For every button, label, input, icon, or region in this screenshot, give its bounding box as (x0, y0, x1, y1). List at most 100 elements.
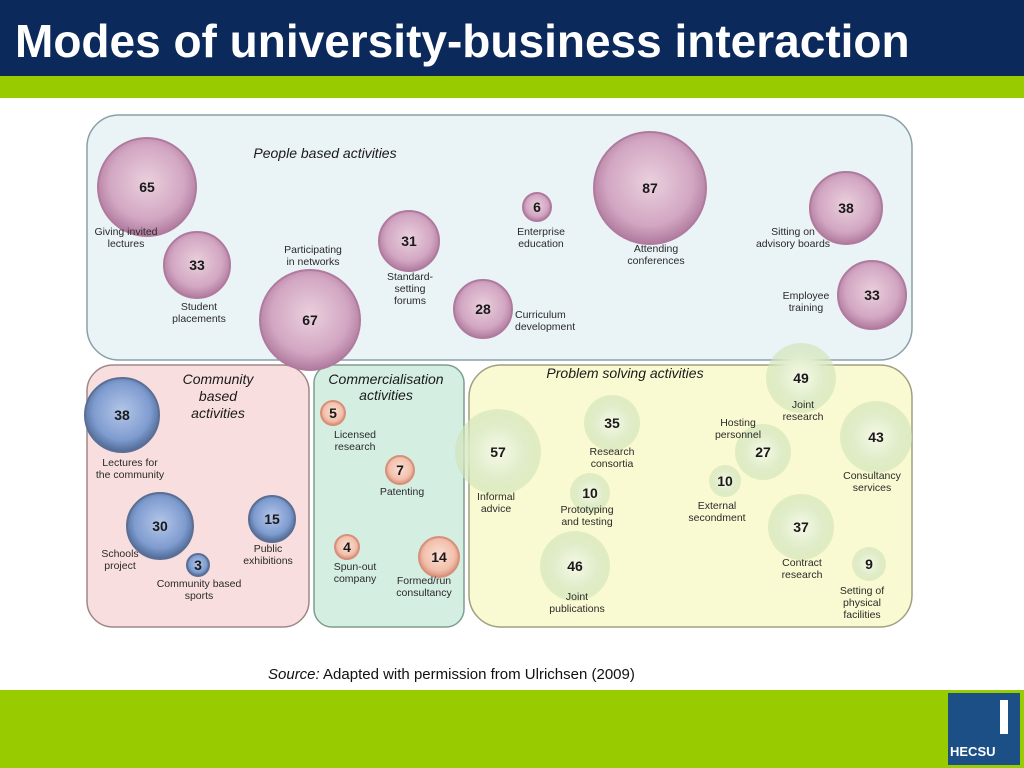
bubble-label-line: Student (181, 301, 217, 313)
group-title-line: People based activities (253, 145, 396, 161)
bubble-commercial (334, 534, 360, 560)
bubble-label-line: training (789, 302, 824, 314)
bubble-people (259, 269, 361, 371)
bubble-label-line: setting (395, 283, 426, 295)
bubble-label-line: services (853, 482, 892, 494)
bubble-label-line: and testing (561, 516, 613, 528)
bubble-label-line: project (104, 560, 136, 572)
bubble-value: 37 (793, 519, 809, 535)
bubble-label-line: Prototyping (560, 504, 613, 516)
group-title-line: activities (359, 387, 413, 403)
bubble-label-line: forums (394, 295, 426, 307)
group-title-people: People based activities (253, 145, 396, 161)
bubble-community (186, 553, 210, 577)
bubble-label-line: Community based (157, 578, 242, 590)
bubble-label-line: Lectures for (102, 457, 158, 469)
bubble-label-line: Contract (782, 557, 822, 569)
bubble-people (593, 131, 707, 245)
green-stripe (0, 76, 1024, 98)
bubble-problem (840, 401, 912, 473)
title-bar (0, 0, 1024, 76)
bubble-value: 43 (868, 429, 884, 445)
bubble-label-line: exhibitions (243, 555, 293, 567)
bubble-label-line: consortia (591, 458, 634, 470)
bubble-commercial (385, 455, 415, 485)
bubble-value: 33 (189, 257, 205, 273)
source-label: Source: (268, 666, 320, 683)
bubble-label-line: Joint (566, 591, 588, 603)
bubble-value: 14 (431, 549, 447, 565)
bubble-label-line: Spun-out (334, 561, 377, 573)
bubble-value: 6 (533, 199, 541, 215)
bubble-value: 27 (755, 444, 771, 460)
bubble-label-line: publications (549, 603, 604, 615)
bubble-label-line: facilities (843, 609, 880, 621)
bubble-people (837, 260, 907, 330)
bubble-label-line: lectures (108, 238, 145, 250)
bubble-label-line: Licensed (334, 429, 376, 441)
bubble-label-line: Enterprise (517, 226, 565, 238)
logo-mark (1000, 700, 1008, 734)
bubble-problem (766, 343, 836, 413)
bubble-value: 10 (582, 485, 598, 501)
bubble-label-line: education (518, 238, 564, 250)
bubble-community (248, 495, 296, 543)
bubble-problem (768, 494, 834, 560)
bubble-label-line: company (334, 573, 377, 585)
bubble-label-line: Sitting on (771, 226, 815, 238)
bubble-label-line: Employee (783, 290, 830, 302)
bubble-label-line: placements (172, 313, 226, 325)
bubble-label-line: consultancy (396, 587, 452, 599)
group-title-line: Problem solving activities (546, 365, 703, 381)
bubble-value: 15 (264, 511, 280, 527)
bubble-label-line: Public (254, 543, 283, 555)
bubble-label-line: Attending (634, 243, 679, 255)
bubble-label-line: Patenting (380, 486, 425, 498)
bubble-problem (455, 409, 541, 495)
bubble-label-line: Hosting (720, 417, 756, 429)
bubble-label-line: development (515, 321, 575, 333)
bubble-label-line: research (783, 411, 824, 423)
bubble-commercial (418, 536, 460, 578)
bubble-value: 3 (194, 557, 202, 573)
bubble-value: 87 (642, 180, 658, 196)
bubble-label-line: the community (96, 469, 165, 481)
bubble-people (809, 171, 883, 245)
source-text: Adapted with permission from Ulrichsen (… (323, 666, 635, 683)
bubble-label-line: Research (590, 446, 635, 458)
bubble-label-line: conferences (627, 255, 684, 267)
bubble-label-line: secondment (688, 512, 745, 524)
bubble-community (84, 377, 160, 453)
hecsu-logo (948, 693, 1020, 765)
bubble-value: 10 (717, 473, 733, 489)
bubble-value: 7 (396, 462, 404, 478)
bubble-value: 38 (838, 200, 854, 216)
bubble-label-line: Consultancy (843, 470, 902, 482)
bubble-people (522, 192, 552, 222)
bubble-problem (570, 473, 610, 513)
bubble-value: 28 (475, 301, 491, 317)
footer-bar (0, 690, 1024, 768)
bubble-label-line: sports (185, 590, 214, 602)
bubble-problem (852, 547, 886, 581)
bubble-community (126, 492, 194, 560)
